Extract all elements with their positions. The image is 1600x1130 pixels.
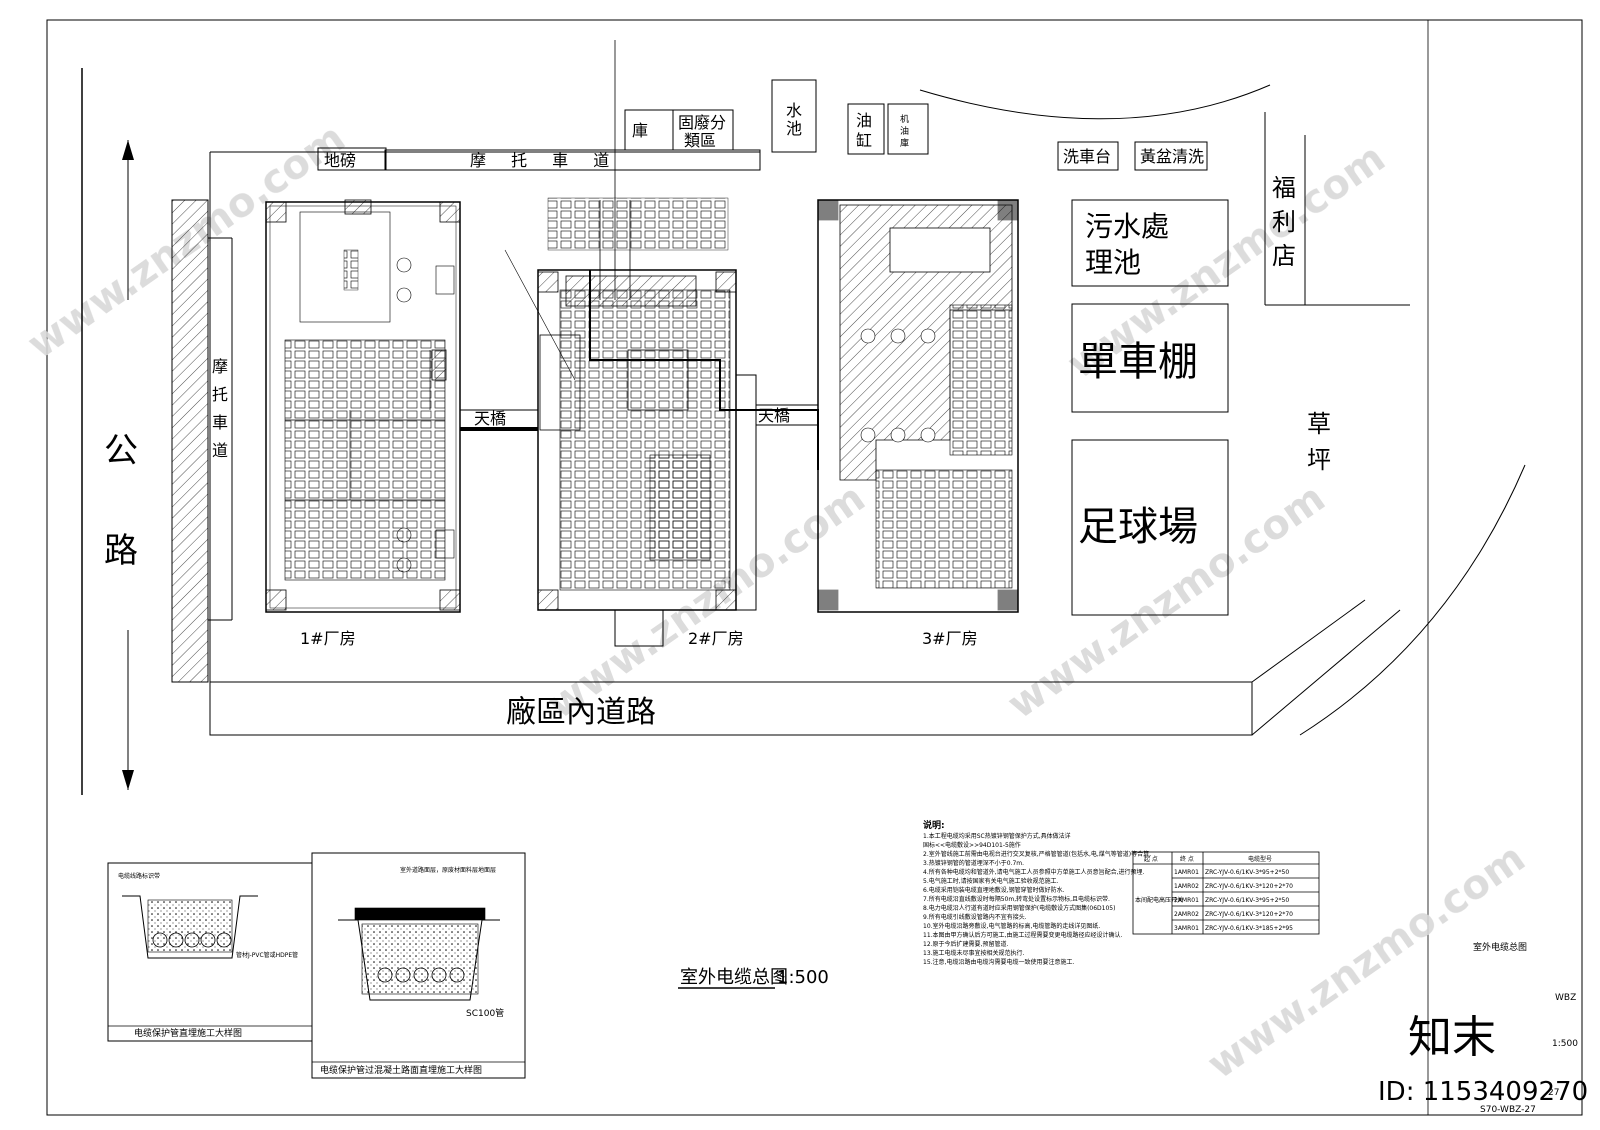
drawing-title: 室外电缆总图 — [680, 967, 788, 988]
detail-2-top: 室外道路面层，原废材面料层地面层 — [400, 866, 496, 874]
sewage-pool-label-2: 理池 — [1085, 246, 1141, 279]
notes-item: 3.热镀锌钢管的管道埋深不小于0.7m. — [923, 859, 1024, 867]
detail-2-pipe: SC100管 — [466, 1007, 504, 1019]
title-block-name: 室外电缆总图 — [1473, 941, 1527, 953]
table-cell-to: 2AMR01 — [1174, 897, 1199, 904]
table-cell-cable: ZRC-YJV-0.6/1KV-3*120+2*70 — [1205, 883, 1293, 890]
notes-item: 12.原于今后扩建需要,预留管道. — [923, 940, 1008, 948]
table-cell-to: 2AMR02 — [1174, 911, 1199, 918]
solid-waste-label-2: 類區 — [684, 131, 716, 150]
weighbridge-label: 地磅 — [324, 151, 356, 170]
public-road-label-1: 公 — [104, 431, 138, 471]
drawing-scale: 1:500 — [777, 967, 829, 988]
plant-1-label: 1#厂房 — [300, 629, 356, 648]
table-cell-to: 1AMR01 — [1174, 869, 1199, 876]
lawn-label-1: 草 — [1307, 410, 1331, 438]
table-cell-cable: ZRC-YJV-0.6/1KV-3*95+2*50 — [1205, 897, 1289, 904]
detail-2 — [311, 852, 526, 1079]
notes-item: 7.所有电缆沿直线敷设时每隔50m,转弯处设置标示物标,且电缆标识带. — [923, 895, 1110, 903]
welfare-store-label-2: 利 — [1272, 208, 1296, 236]
oil-tank-label-1: 油 — [856, 111, 872, 130]
basin-wash-label: 黃盆清洗 — [1140, 147, 1204, 166]
water-pool-label-1: 水 — [786, 101, 802, 120]
title-block-code: WBZ — [1555, 993, 1576, 1003]
plant-3 — [817, 199, 1019, 613]
lawn-label-2: 坪 — [1307, 446, 1331, 474]
football-label: 足球場 — [1078, 504, 1198, 550]
notes-item: 13.施工电缆未尽事宜按相关规范执行. — [923, 949, 1025, 957]
water-pool-label-2: 池 — [786, 119, 802, 138]
notes-item: 2.室外管线施工前需由电视台进行交叉复核,严格管管道(包括水,电,煤气等管道)等… — [923, 850, 1151, 858]
plant-3-label: 3#厂房 — [922, 629, 978, 648]
notes-item: 9.所有电缆引线敷设管路内不宜有接头. — [923, 913, 1027, 921]
welfare-store-label-1: 福 — [1272, 174, 1296, 202]
detail-1-marker: 电缆线路标识带 — [118, 872, 160, 880]
table-origin: 本间配电高压开关 — [1135, 896, 1183, 904]
bike-shed-label: 單車棚 — [1078, 339, 1198, 385]
welfare-store-label-3: 店 — [1272, 242, 1296, 270]
watermark-layer: www.znzmo.com www.znzmo.com www.znzmo.co… — [19, 115, 1533, 1088]
table-cell-to: 1AMR02 — [1174, 883, 1199, 890]
motorcycle-lane-top-label: 摩 托 車 道 — [470, 151, 619, 170]
table-cell-cable: ZRC-YJV-0.6/1KV-3*185+2*95 — [1205, 925, 1293, 932]
table-header-to: 终 点 — [1180, 855, 1194, 863]
notes-item: 5.电气施工时,请按国家有关电气施工验收规范施工. — [923, 877, 1059, 885]
site-boundary — [171, 84, 1526, 736]
oil-tank-label-2: 缸 — [856, 131, 872, 150]
oil-store-label-3: 庫 — [900, 137, 909, 149]
notes-heading: 说明: — [923, 819, 945, 831]
title-block-scale: 1:500 — [1552, 1039, 1578, 1049]
top-facilities — [317, 79, 1208, 171]
sewage-pool-label-1: 污水處 — [1085, 210, 1169, 243]
title-block-page: 27 — [1548, 1088, 1559, 1098]
detail-1-pipe: 管材J-PVC管或HDPE管 — [236, 951, 298, 959]
detail-1 — [107, 862, 313, 1042]
internal-road-label: 廠區內道路 — [506, 695, 656, 730]
table-header-origin: 起 点 — [1144, 855, 1158, 863]
motorcycle-lane-left-label-3: 車 — [212, 413, 228, 432]
oil-store-label-2: 油 — [900, 125, 909, 137]
detail-2-title: 电缆保护管过混凝土路面直埋施工大样图 — [320, 1064, 482, 1076]
table-header-cable: 电缆型号 — [1248, 855, 1272, 863]
solid-waste-label-1: 固廢分 — [678, 113, 726, 132]
id-watermark: ID: 1153409270 — [1378, 1077, 1588, 1107]
bridge-2-label: 天橋 — [758, 406, 790, 425]
bridge-1-label: 天橋 — [474, 409, 506, 428]
notes-item: 8.电力电缆沿人行道有道时应采用钢管保护(电缆敷设方式图集(06D105) — [923, 904, 1115, 912]
table-cell-to: 3AMR01 — [1174, 925, 1199, 932]
title-block-sheet: S70-WBZ-27 — [1480, 1105, 1536, 1115]
motorcycle-lane-left-label-2: 托 — [212, 385, 228, 404]
notes-item: 1.本工程电缆均采用SC热镀锌钢管保护方式,具体做法详 — [923, 832, 1071, 840]
table-cell-cable: ZRC-YJV-0.6/1KV-3*95+2*50 — [1205, 869, 1289, 876]
detail-1-title: 电缆保护管直埋施工大样图 — [134, 1027, 242, 1039]
drawing-frame — [46, 19, 1583, 1116]
notes-item: 6.电缆采用铠装电缆直埋地敷设,钢管穿管时做好防水. — [923, 886, 1065, 894]
notes-item: 10.室外电缆沿路旁敷设,电气管路的标高,电缆管路的走线详见图纸. — [923, 922, 1100, 930]
car-wash-label: 洗車台 — [1063, 147, 1111, 166]
table-cell-cable: ZRC-YJV-0.6/1KV-3*120+2*70 — [1205, 911, 1293, 918]
notes-item: 4.所有各种电缆均和管道外,请电气施工人员参照中方单施工人员意旨配合,进行预埋. — [923, 868, 1145, 876]
cable-routes — [349, 40, 819, 500]
public-road: 公 — [81, 68, 138, 795]
brand-watermark: 知末 — [1408, 1012, 1496, 1063]
plant-2-label: 2#厂房 — [688, 629, 744, 648]
plant-2 — [537, 197, 757, 647]
motorcycle-lane-left-label-4: 道 — [212, 441, 228, 460]
cable-table — [1132, 851, 1320, 935]
plant-1 — [265, 199, 461, 613]
notes-item: 11.本图由甲方确认后方可施工,由施工过程需要变更电缆路径应经设计确认. — [923, 931, 1122, 939]
public-road-label-2: 路 — [104, 531, 138, 571]
oil-store-label-1: 机 — [900, 113, 909, 125]
motorcycle-lane-left-label-1: 摩 — [212, 357, 228, 376]
notes-item: 15.注意,电缆沿路由电缆沟需要电缆一致使用要注意施工. — [923, 958, 1074, 966]
right-facilities — [1071, 199, 1229, 616]
notes-item: 国标<<电缆敷设>>94D101-5施作 — [923, 841, 1021, 849]
notes-block: 说明: 1.本工程电缆均采用SC热镀锌钢管保护方式,具体做法详 国标<<电缆敷设… — [923, 819, 1151, 966]
warehouse-label: 庫 — [632, 121, 648, 140]
